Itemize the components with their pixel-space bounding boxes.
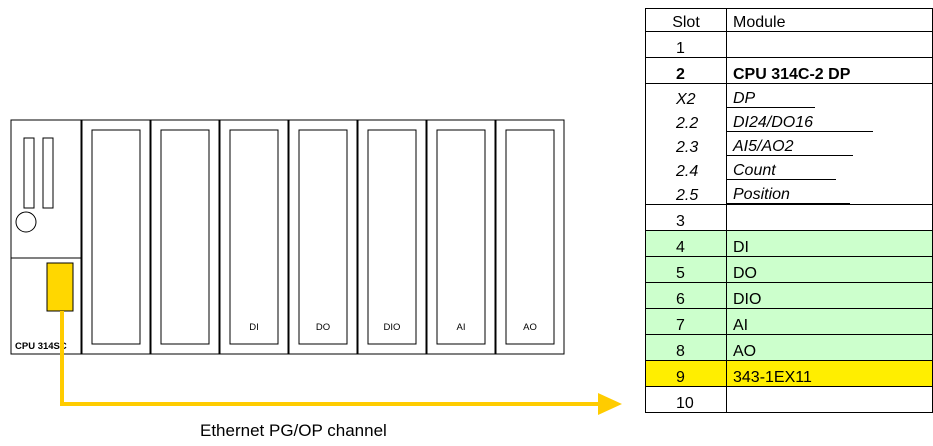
- slot-cell: 2: [645, 57, 727, 84]
- cpu-module: CPU 314SC: [10, 119, 82, 355]
- table-header-row: Slot Module: [645, 8, 933, 32]
- module-do-label: DO: [316, 322, 330, 333]
- table-row: 10: [645, 386, 933, 413]
- module-cell: 343-1EX11: [726, 360, 933, 387]
- ethernet-port: [46, 262, 74, 312]
- module-dio: DIO: [357, 119, 427, 355]
- slot-cell: 10: [645, 386, 727, 413]
- cpu-label: CPU 314SC: [15, 341, 67, 352]
- slot-cell: X2: [645, 83, 727, 108]
- module-di: DI: [219, 119, 289, 355]
- slot-cell: 4: [645, 230, 727, 257]
- slot-cell: 5: [645, 256, 727, 283]
- channel-label: Ethernet PG/OP channel: [200, 421, 387, 440]
- module-cell: DO: [726, 256, 933, 283]
- module-di-label: DI: [249, 322, 259, 333]
- module-cell: AI: [726, 308, 933, 335]
- cpu-mode-switch: [15, 211, 37, 233]
- module-ai: AI: [426, 119, 496, 355]
- module-cell: AI5/AO2: [726, 132, 933, 156]
- slot-cell: 7: [645, 308, 727, 335]
- module-ai-label: AI: [457, 322, 466, 333]
- signal-modules: DI DO DIO AI AO: [219, 119, 565, 355]
- module-cell: [726, 31, 933, 58]
- module-cell-text: Count: [727, 163, 836, 180]
- module-cell: DP: [726, 83, 933, 108]
- slot-cell: 8: [645, 334, 727, 361]
- module-cell: Position: [726, 180, 933, 205]
- slot-cell: 2.2: [645, 108, 727, 132]
- module-cell: Count: [726, 156, 933, 180]
- arrow-head-icon: [598, 393, 622, 415]
- table-row: 1: [645, 31, 933, 58]
- module-cell: DI24/DO16: [726, 108, 933, 132]
- module-dio-label: DIO: [384, 322, 401, 333]
- table-row: 3: [645, 204, 933, 231]
- module-do: DO: [288, 119, 358, 355]
- module-cell: [726, 204, 933, 231]
- module-cell-text: Position: [727, 187, 850, 204]
- module-cell-text: AI5/AO2: [727, 139, 854, 156]
- slot-cell: 9: [645, 360, 727, 387]
- slot-column-header: Slot: [645, 8, 727, 32]
- module-column-header: Module: [726, 8, 933, 32]
- module-cell: CPU 314C-2 DP: [726, 57, 933, 84]
- cpu-slot-left: [23, 137, 35, 209]
- slot-cell: 6: [645, 282, 727, 309]
- slot-cell: 2.3: [645, 132, 727, 156]
- slot-cell: 2.5: [645, 180, 727, 205]
- module-ao-label: AO: [523, 322, 537, 333]
- module-cell: DIO: [726, 282, 933, 309]
- module-ao: AO: [495, 119, 565, 355]
- empty-slots: [81, 119, 220, 355]
- slot-cell: 2.4: [645, 156, 727, 180]
- ethernet-channel-arrow: [60, 311, 622, 415]
- module-cell: DI: [726, 230, 933, 257]
- module-cell-text: DP: [727, 91, 816, 108]
- cpu-slot-right: [42, 137, 54, 209]
- slot-cell: 3: [645, 204, 727, 231]
- module-cell-text: DI24/DO16: [727, 115, 874, 132]
- module-cell: [726, 386, 933, 413]
- module-cell: AO: [726, 334, 933, 361]
- slot-cell: 1: [645, 31, 727, 58]
